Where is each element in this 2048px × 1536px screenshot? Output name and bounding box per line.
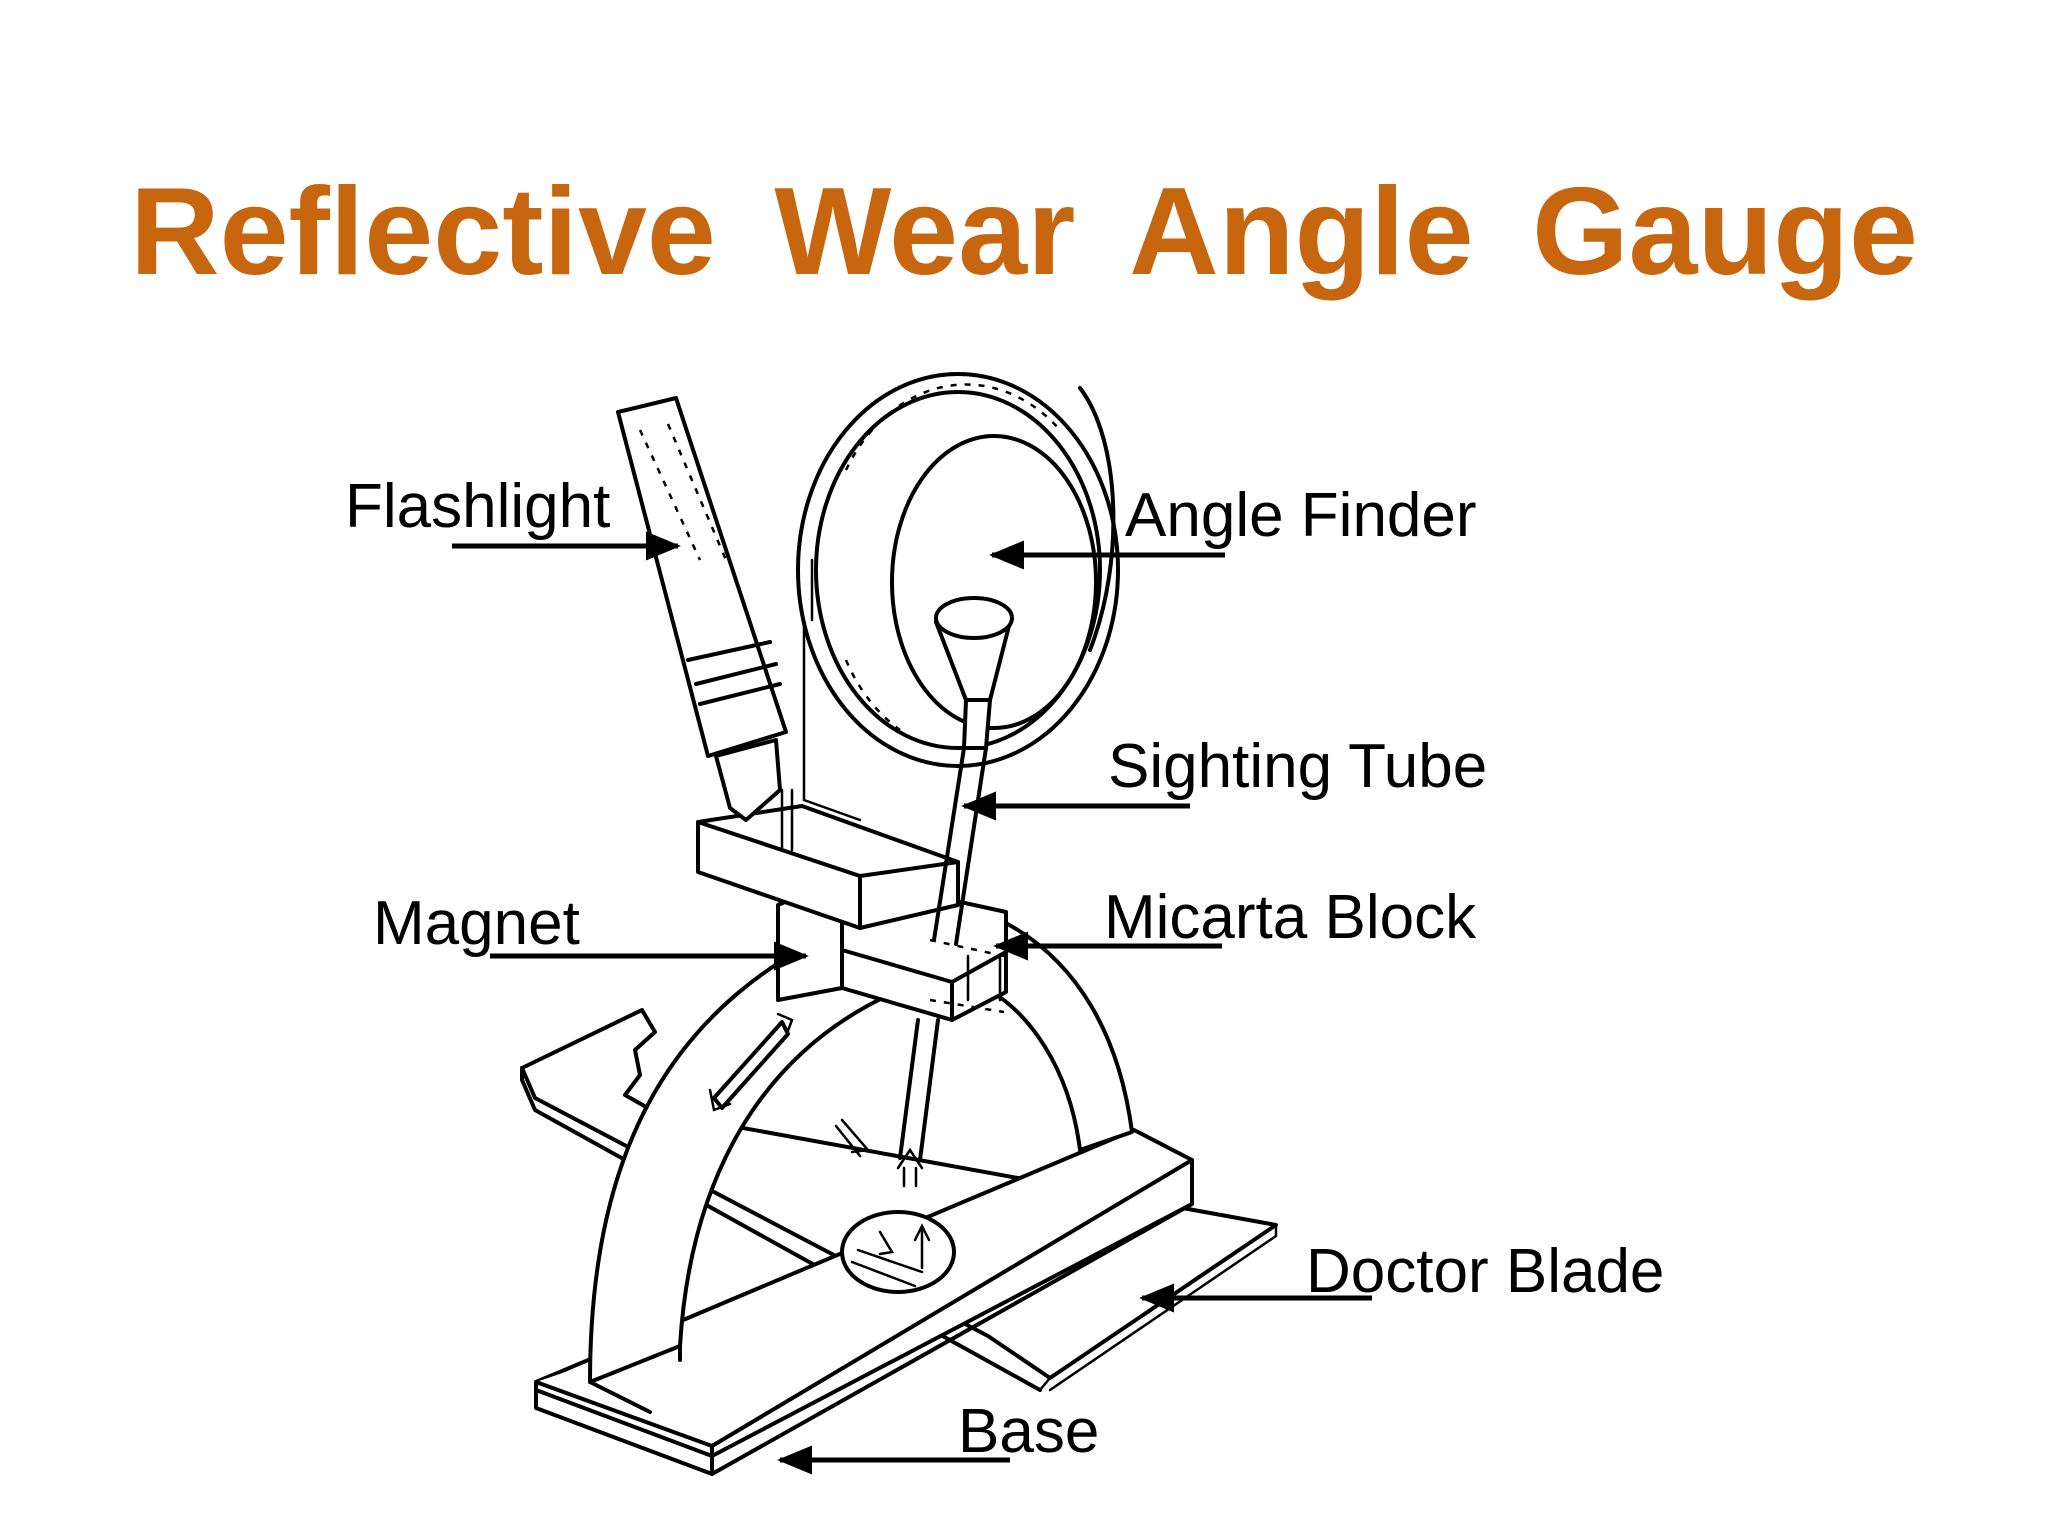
svg-text:Sighting Tube: Sighting Tube bbox=[1108, 732, 1487, 801]
label-flashlight: Flashlight bbox=[345, 472, 681, 561]
angle-finder-drawing bbox=[796, 372, 1120, 822]
arc-frame-drawing bbox=[588, 918, 1134, 1414]
viewing-hole-drawing bbox=[840, 1210, 956, 1294]
svg-text:Micarta Block: Micarta Block bbox=[1104, 883, 1477, 952]
label-base: Base bbox=[777, 1397, 1099, 1475]
label-sighting-tube: Sighting Tube bbox=[961, 732, 1487, 821]
svg-text:Flashlight: Flashlight bbox=[345, 472, 610, 541]
svg-text:Magnet: Magnet bbox=[373, 889, 580, 958]
svg-text:Base: Base bbox=[958, 1397, 1099, 1466]
label-doctor-blade: Doctor Blade bbox=[1139, 1237, 1664, 1313]
sighting-tube-drawing bbox=[834, 596, 1014, 1188]
slide-title: Reflective Wear Angle Gauge bbox=[130, 163, 1918, 301]
label-angle-finder: Angle Finder bbox=[989, 481, 1477, 570]
label-micarta-block: Micarta Block bbox=[993, 883, 1477, 961]
flashlight-drawing bbox=[616, 396, 794, 852]
base-drawing bbox=[534, 1128, 1194, 1476]
svg-text:Angle Finder: Angle Finder bbox=[1125, 481, 1477, 550]
micarta-block-drawing bbox=[696, 804, 1005, 1014]
label-magnet: Magnet bbox=[373, 889, 809, 971]
svg-text:Doctor Blade: Doctor Blade bbox=[1306, 1237, 1664, 1306]
